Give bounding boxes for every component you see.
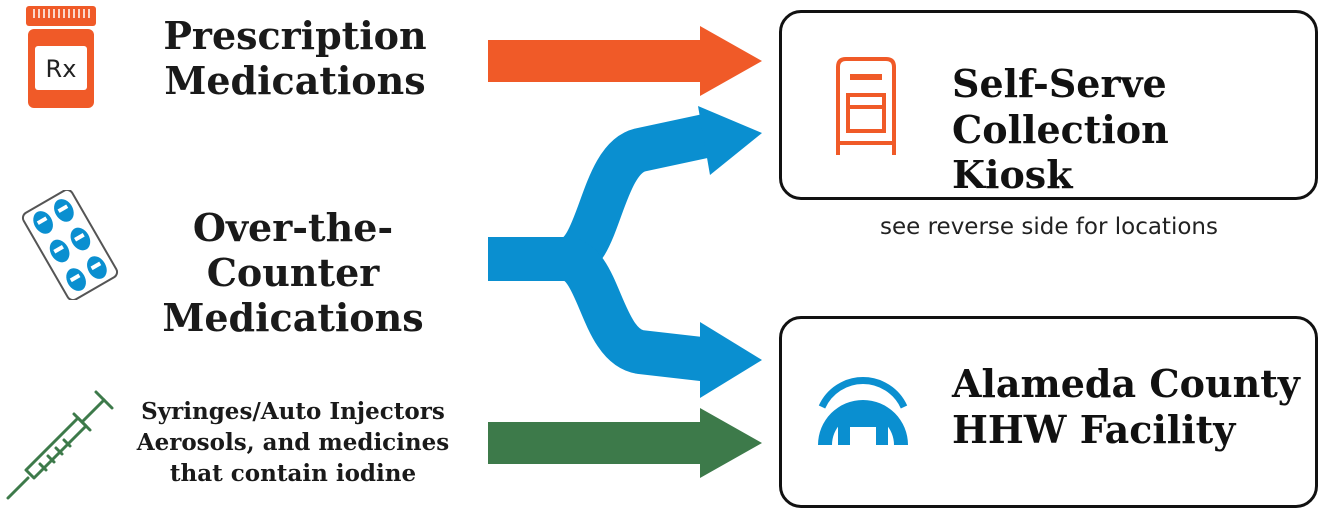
otc-split-arrow — [488, 106, 762, 398]
hhw-title-line1: Alameda County — [952, 361, 1300, 406]
kiosk-title-line2: Collection Kiosk — [952, 106, 1169, 198]
sharps-line2: Aerosols, and medicines — [136, 429, 450, 457]
kiosk-drop-box-icon — [836, 57, 896, 155]
rx-symbol: Rx — [46, 55, 77, 83]
prescription-line2: Medications — [164, 57, 426, 103]
hhw-title-line2: HHW Facility — [952, 406, 1236, 452]
prescription-arrow — [488, 26, 762, 96]
prescription-line1: Prescription — [163, 13, 427, 58]
kiosk-locations-note: see reverse side for locations — [880, 214, 1218, 240]
sharps-line1: Syringes/Auto Injectors — [141, 398, 445, 425]
hhw-title: Alameda County HHW Facility — [952, 361, 1302, 452]
otc-line1: Over-the-Counter — [192, 205, 394, 295]
pill-blister-pack-icon — [21, 190, 119, 300]
otc-label: Over-the-Counter Medications — [108, 205, 478, 340]
sharps-line3: that contain iodine — [169, 460, 417, 488]
kiosk-destination-box: Self-Serve Collection Kiosk — [779, 10, 1318, 200]
prescription-label: Prescription Medications — [150, 13, 440, 104]
kiosk-title-line1: Self-Serve — [952, 61, 1167, 106]
prescription-bottle-icon: Rx — [26, 6, 96, 108]
alameda-hhw-logo-icon — [818, 377, 908, 445]
sharps-arrow — [488, 408, 762, 478]
kiosk-title: Self-Serve Collection Kiosk — [952, 61, 1302, 198]
hhw-destination-box: Alameda County HHW Facility — [779, 316, 1318, 508]
sharps-label: Syringes/Auto Injectors Aerosols, and me… — [112, 396, 474, 489]
syringe-icon — [6, 390, 114, 500]
otc-line2: Medications — [162, 294, 424, 340]
